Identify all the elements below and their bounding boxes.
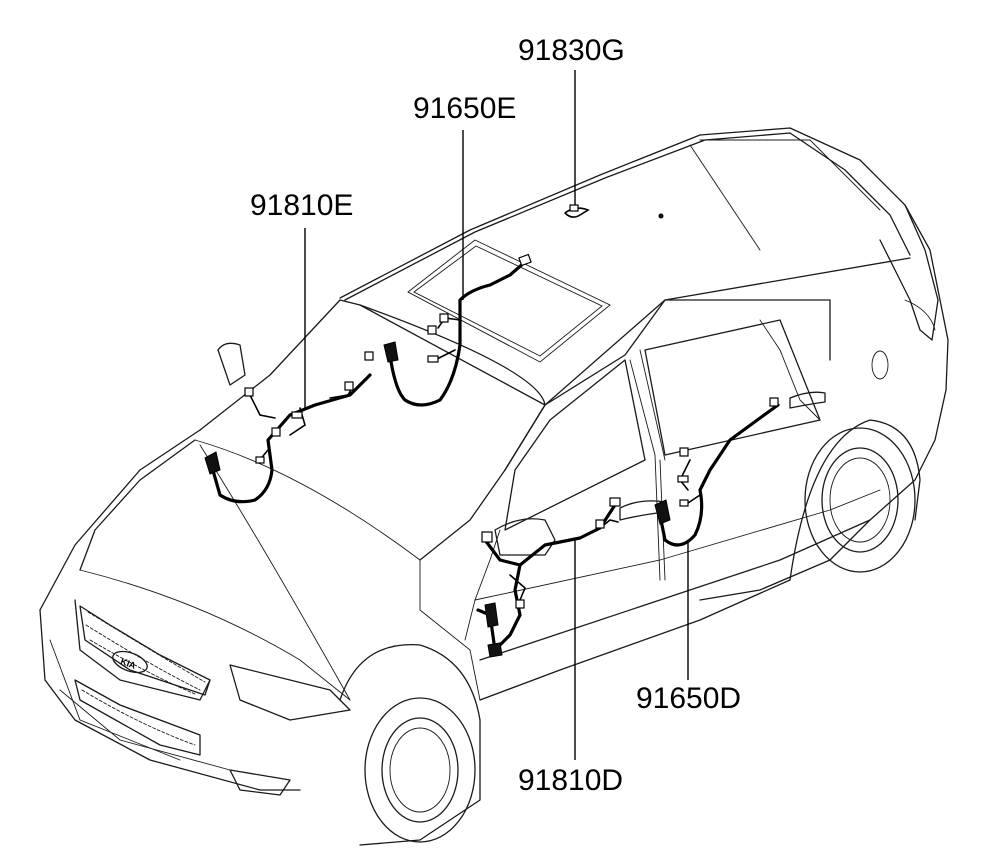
car-body: KIA <box>39 127 949 796</box>
callout-91810D: 91810D <box>518 764 623 797</box>
harness-front-door <box>476 497 621 658</box>
callout-91650D: 91650D <box>636 682 741 715</box>
harness-sunroof <box>383 253 532 407</box>
callout-91810E: 91810E <box>250 189 353 222</box>
callout-91830G: 91830G <box>518 34 625 67</box>
harness-front <box>204 351 374 504</box>
leader-lines <box>304 70 689 760</box>
rear-wheel <box>789 419 921 581</box>
callouts: 91830G 91650E 91810E 91650D 91810D <box>250 34 741 797</box>
callout-91650E: 91650E <box>413 92 516 125</box>
front-wheel <box>339 643 481 846</box>
harness-rear-door <box>654 397 780 547</box>
harness-roof <box>564 204 664 219</box>
